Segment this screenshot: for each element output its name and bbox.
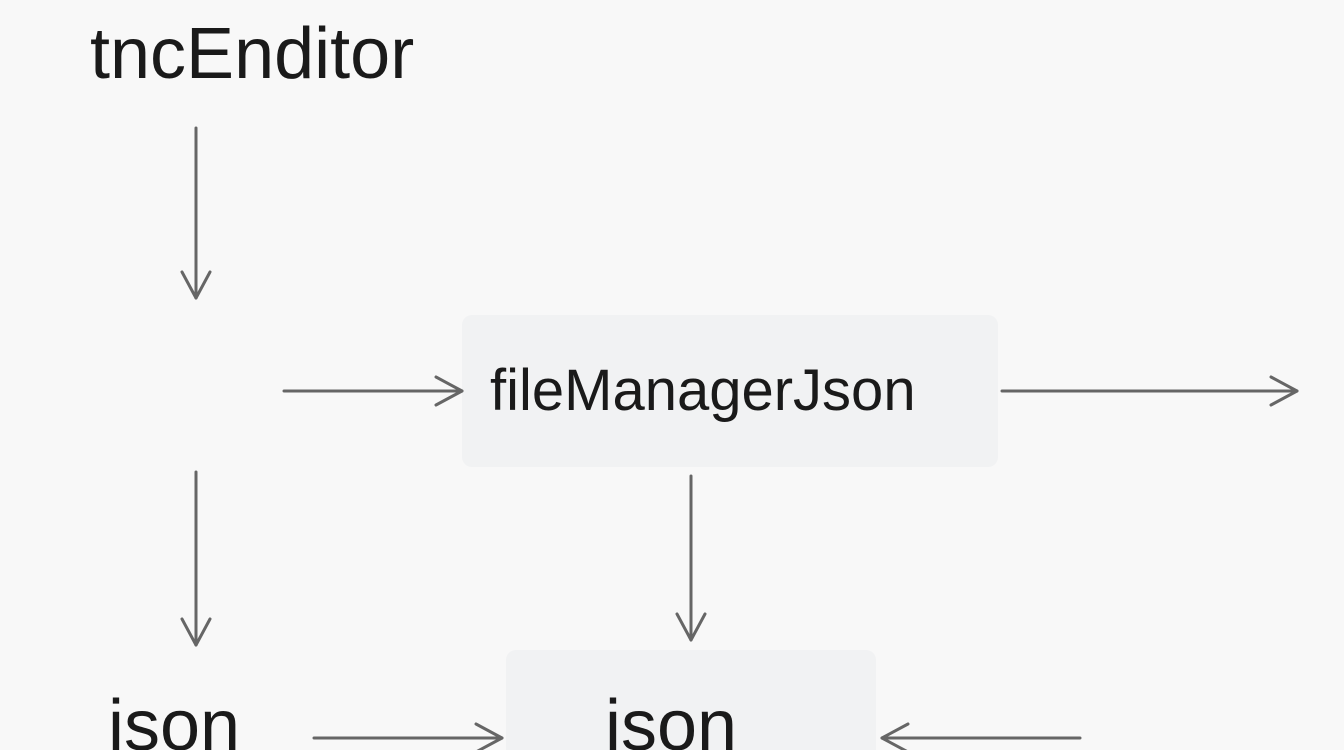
arrow-file-manager-outgoing	[1000, 375, 1299, 407]
json-left-node-label: json	[108, 686, 241, 750]
arrow-json-left-to-json-center	[312, 722, 504, 750]
arrow-junction-to-file-manager	[282, 375, 464, 407]
json-center-node-box	[506, 650, 876, 750]
file-manager-node-box	[462, 315, 998, 467]
arrow-incoming-to-json-center	[880, 722, 1082, 750]
file-manager-node-label: fileManagerJson	[490, 358, 916, 423]
json-center-node-label: json	[605, 686, 738, 750]
arrow-editor-to-junction	[180, 126, 212, 300]
editor-node-label: tncEnditor	[90, 14, 415, 94]
arrow-junction-to-json-left	[180, 470, 212, 647]
arrow-file-manager-to-json-center	[675, 474, 707, 642]
